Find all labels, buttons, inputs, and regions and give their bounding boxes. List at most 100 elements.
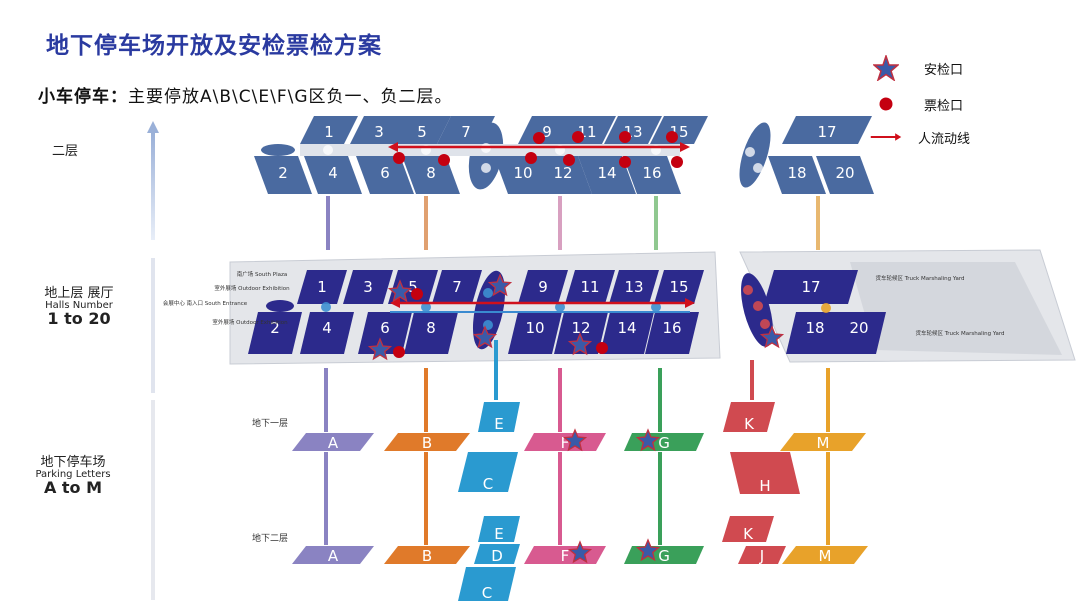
connectors-lower (324, 340, 830, 545)
upper-atrium-right (739, 122, 771, 188)
upper-hall-17 (782, 116, 872, 144)
upper-hall-label-6: 6 (380, 164, 390, 182)
ground-oval-9 (821, 303, 831, 313)
ticket-dot-10 (411, 288, 423, 300)
ground-hall-label-10: 10 (525, 319, 544, 337)
ground-oval-7 (753, 301, 763, 311)
ground-hall-7 (432, 270, 482, 304)
b2-zone-A-label: A (328, 547, 339, 565)
b2-zone-D (474, 544, 520, 564)
b2-zone-B (384, 546, 470, 564)
subtitle-text: 主要停放A\B\C\E\F\G区负一、负二层。 (128, 87, 453, 107)
security-star-8 (567, 540, 593, 564)
upper-hall-label-4: 4 (328, 164, 338, 182)
upper-hall-label-12: 12 (553, 164, 572, 182)
b2-zone-J (738, 546, 786, 564)
ground-hall-17 (764, 270, 858, 304)
upper-oval-7 (745, 147, 755, 157)
ground-hall-label-7: 7 (452, 278, 462, 296)
ground-hall-label-3: 3 (363, 278, 373, 296)
b2-zone-D-label: D (491, 547, 503, 565)
ground-hall-label-14: 14 (617, 319, 636, 337)
ticket-dot-3 (572, 131, 584, 143)
b2-zone-F-label: F (561, 547, 570, 565)
upper-hall-label-10: 10 (513, 164, 532, 182)
ticket-dot-4 (619, 131, 631, 143)
ground-flow-arrow-head-left (390, 298, 400, 308)
ground-hall-label-6: 6 (380, 319, 390, 337)
level-label-upper: 二层 (52, 144, 79, 159)
security-star-3 (472, 325, 498, 349)
level-label-ground: 地上层 展厅 Halls Number 1 to 20 (44, 286, 114, 329)
b1-zone-E (478, 402, 520, 432)
b1-zone-B (384, 433, 470, 451)
upper-hall-label-16: 16 (642, 164, 661, 182)
ground-hall-label-16: 16 (662, 319, 681, 337)
legend-flow: 人流动线 (870, 125, 970, 149)
legend-ticket: 票检口 (870, 92, 963, 116)
star-icon (870, 55, 902, 81)
upper-oval-0 (323, 145, 333, 155)
ticket-dot-1 (438, 154, 450, 166)
upper-hall-16 (623, 156, 681, 194)
ground-hall-label-2: 2 (270, 319, 280, 337)
ground-oval-8 (760, 319, 770, 329)
b1-zone-F-label: F (561, 434, 570, 452)
subtitle-bold: 小车停车： (38, 87, 128, 107)
ticket-dot-6 (525, 152, 537, 164)
upper-hall-15 (650, 116, 708, 144)
ground-hall-10 (508, 312, 562, 354)
b1-zone-K (723, 402, 775, 432)
ground-oval-5 (651, 302, 661, 312)
upper-oval-3 (481, 163, 491, 173)
legend-flow-label: 人流动线 (918, 131, 971, 147)
security-star-5 (759, 325, 785, 349)
b2-zone-A (292, 546, 374, 564)
legend-ticket-label: 票检口 (924, 98, 964, 114)
b2-zone-E (478, 516, 520, 542)
b2-zone-C-label: C (482, 584, 492, 602)
security-star-1 (487, 273, 513, 297)
upper-hall-label-1: 1 (324, 123, 334, 141)
ground-hall-9 (518, 270, 568, 304)
ground-hall-16 (645, 312, 699, 354)
upper-hall-label-17: 17 (817, 123, 836, 141)
subtitle: 小车停车：主要停放A\B\C\E\F\G区负一、负二层。 (38, 82, 453, 107)
security-star-2 (367, 337, 393, 361)
side-guide-arrow (147, 121, 159, 600)
upper-hall-18 (768, 156, 826, 194)
b1-zone-A (292, 433, 374, 451)
ground-hall-2 (248, 312, 302, 354)
ground-hall-label-12: 12 (571, 319, 590, 337)
b1-zone-A-label: A (328, 434, 339, 452)
security-star-6 (562, 428, 588, 452)
b2-zone-C (458, 567, 516, 601)
dot-icon (870, 92, 902, 116)
ground-hall-label-5: 5 (408, 278, 418, 296)
ground-oval-1 (421, 302, 431, 312)
parking-b2-tag: 地下二层 (252, 532, 288, 544)
upper-hall-label-8: 8 (426, 164, 436, 182)
ground-hall-label-18: 18 (805, 319, 824, 337)
upper-hall-label-3: 3 (374, 123, 384, 141)
ground-hall-6 (358, 312, 412, 354)
parking-b1-tag: 地下一层 (252, 417, 288, 429)
page-title: 地下停车场开放及安检票检方案 (46, 33, 382, 59)
upper-flow-arrow-head-left (388, 142, 398, 152)
ground-hall-15 (654, 270, 704, 304)
upper-hall-label-18: 18 (787, 164, 806, 182)
b2-zone-B-label: B (422, 547, 432, 565)
b1-zone-B-label: B (422, 434, 432, 452)
ground-small-label-3: 室外展场 Outdoor Exhibition (212, 318, 288, 326)
ground-hall-label-15: 15 (669, 278, 688, 296)
b1-zone-C (458, 452, 518, 492)
ground-oval-0 (321, 302, 331, 312)
ground-oval-6 (743, 285, 753, 295)
upper-hall-4 (304, 156, 362, 194)
upper-hall-20 (816, 156, 874, 194)
upper-hall-label-5: 5 (417, 123, 427, 141)
arrow-right-icon (870, 125, 902, 149)
ground-hall-20 (832, 312, 886, 354)
